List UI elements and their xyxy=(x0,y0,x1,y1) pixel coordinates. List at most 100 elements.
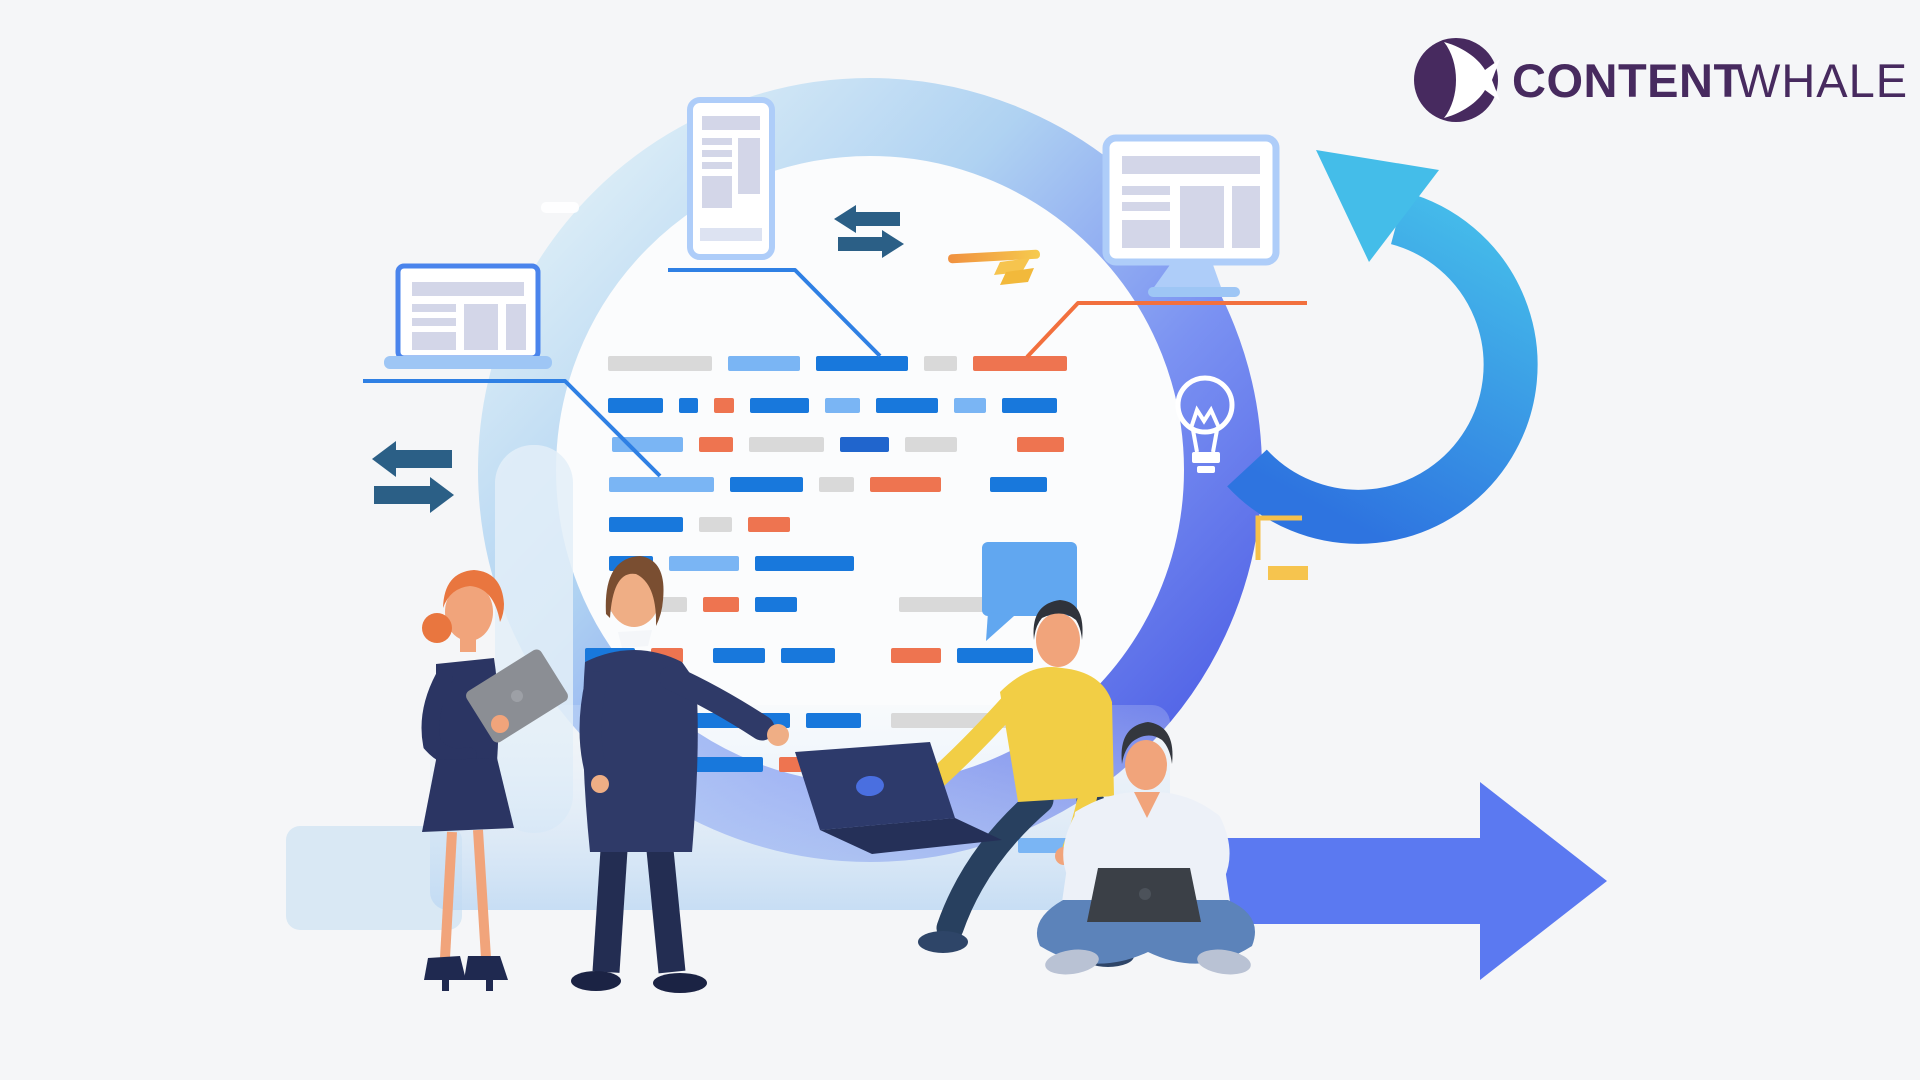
content-bar-lightblue xyxy=(954,398,986,413)
screen-block xyxy=(702,150,732,157)
content-bar-lightblue xyxy=(825,398,860,413)
heel-shoe xyxy=(442,979,449,991)
monitor-stand xyxy=(1152,262,1222,290)
sync-arrows-icon xyxy=(372,441,454,513)
screen-block xyxy=(702,176,732,208)
laptop-connector-line xyxy=(363,379,662,478)
laptop-gray xyxy=(1087,868,1201,922)
arrow-shaft xyxy=(374,486,430,504)
hair xyxy=(1121,722,1173,764)
screen-block xyxy=(1232,186,1260,248)
screen-block xyxy=(1122,202,1170,211)
content-bar-orange xyxy=(870,477,941,492)
content-bar-deepblue xyxy=(840,437,889,452)
collar xyxy=(618,630,652,648)
laptop-base xyxy=(820,818,1002,854)
leg xyxy=(646,848,686,974)
content-bar-blue xyxy=(679,398,698,413)
content-bar-blue xyxy=(750,398,809,413)
screen-block xyxy=(738,138,760,194)
speech-bubble-tail xyxy=(986,612,1014,641)
content-bar-orange xyxy=(973,356,1067,371)
arrow-shaft xyxy=(396,450,452,468)
screen-block xyxy=(1122,220,1170,248)
monitor-connector-line xyxy=(1025,301,1307,359)
tablet-document-icon xyxy=(687,97,775,260)
screen-block xyxy=(412,318,456,326)
content-bar-blue xyxy=(816,356,908,371)
arrow-head xyxy=(372,441,396,477)
content-bar-gray xyxy=(899,597,1001,612)
plane-fold xyxy=(1000,268,1034,285)
content-bar-blue xyxy=(990,477,1047,492)
head xyxy=(445,583,493,641)
hair xyxy=(443,570,504,622)
arrow-head xyxy=(430,477,454,513)
vneck xyxy=(1134,792,1160,818)
bulb-base xyxy=(1197,466,1215,473)
head xyxy=(1036,613,1080,667)
content-bar-blue xyxy=(957,648,1033,663)
content-bar-orange xyxy=(703,597,739,612)
content-bar-orange xyxy=(699,437,733,452)
arm xyxy=(421,669,477,767)
content-bar-blue xyxy=(730,477,803,492)
shoe xyxy=(571,971,621,991)
head xyxy=(1125,740,1167,790)
screen-block xyxy=(1180,186,1224,248)
refresh-arrow-arc xyxy=(1227,191,1538,544)
content-bar-blue xyxy=(876,398,938,413)
laptop-base xyxy=(384,356,552,369)
sock xyxy=(1045,949,1099,975)
content-bar-orange xyxy=(748,517,790,532)
hair xyxy=(1033,600,1083,640)
leg xyxy=(936,786,1054,942)
content-bar-blue xyxy=(755,556,854,571)
bulb-neck xyxy=(1191,429,1199,453)
screen-block xyxy=(506,304,526,350)
yellow-bracket-icon xyxy=(1255,515,1308,580)
screen-block xyxy=(1122,156,1260,174)
hand xyxy=(491,715,509,733)
arrow-shaft xyxy=(856,212,900,226)
tablet-logo xyxy=(511,690,523,702)
content-bar-orange xyxy=(1017,437,1064,452)
speech-bubble-body xyxy=(982,542,1077,616)
tablet-device xyxy=(466,649,568,743)
leg xyxy=(473,829,491,959)
shoe xyxy=(653,973,707,993)
content-bar-orange xyxy=(891,648,941,663)
content-bar-gray xyxy=(819,477,854,492)
person-businessman xyxy=(571,556,789,993)
content-bar-gray xyxy=(905,437,957,452)
content-bar-gray xyxy=(749,437,824,452)
leg xyxy=(592,849,628,973)
hair-bun xyxy=(422,613,452,643)
bracket-bar xyxy=(1268,566,1308,580)
screen-block xyxy=(702,162,732,169)
screen-block xyxy=(412,304,456,312)
content-bar-orange xyxy=(779,757,802,772)
content-bar-lightblue xyxy=(669,556,739,571)
screen-block xyxy=(464,304,498,350)
wash-left-band xyxy=(286,826,462,930)
laptop-logo xyxy=(1139,888,1151,900)
bracket-line xyxy=(1255,515,1302,560)
content-bar-blue xyxy=(683,757,763,772)
hair xyxy=(605,556,664,626)
content-bar-lightblue xyxy=(728,356,800,371)
arrow-shaft xyxy=(838,237,882,251)
laptop-logo xyxy=(856,775,884,797)
content-bar-gray xyxy=(699,517,732,532)
magnifier-lens xyxy=(556,156,1184,784)
arm xyxy=(1186,812,1230,908)
sync-arrows-icon xyxy=(834,205,904,258)
brand-logo: CONTENT WHALE xyxy=(1414,38,1908,122)
brand-word-light: WHALE xyxy=(1736,54,1908,107)
monitor-icon xyxy=(1102,134,1280,297)
arm-extended xyxy=(659,665,775,741)
content-bar-blue xyxy=(781,648,835,663)
heel-shoe xyxy=(424,956,466,980)
screen-block xyxy=(412,332,456,350)
